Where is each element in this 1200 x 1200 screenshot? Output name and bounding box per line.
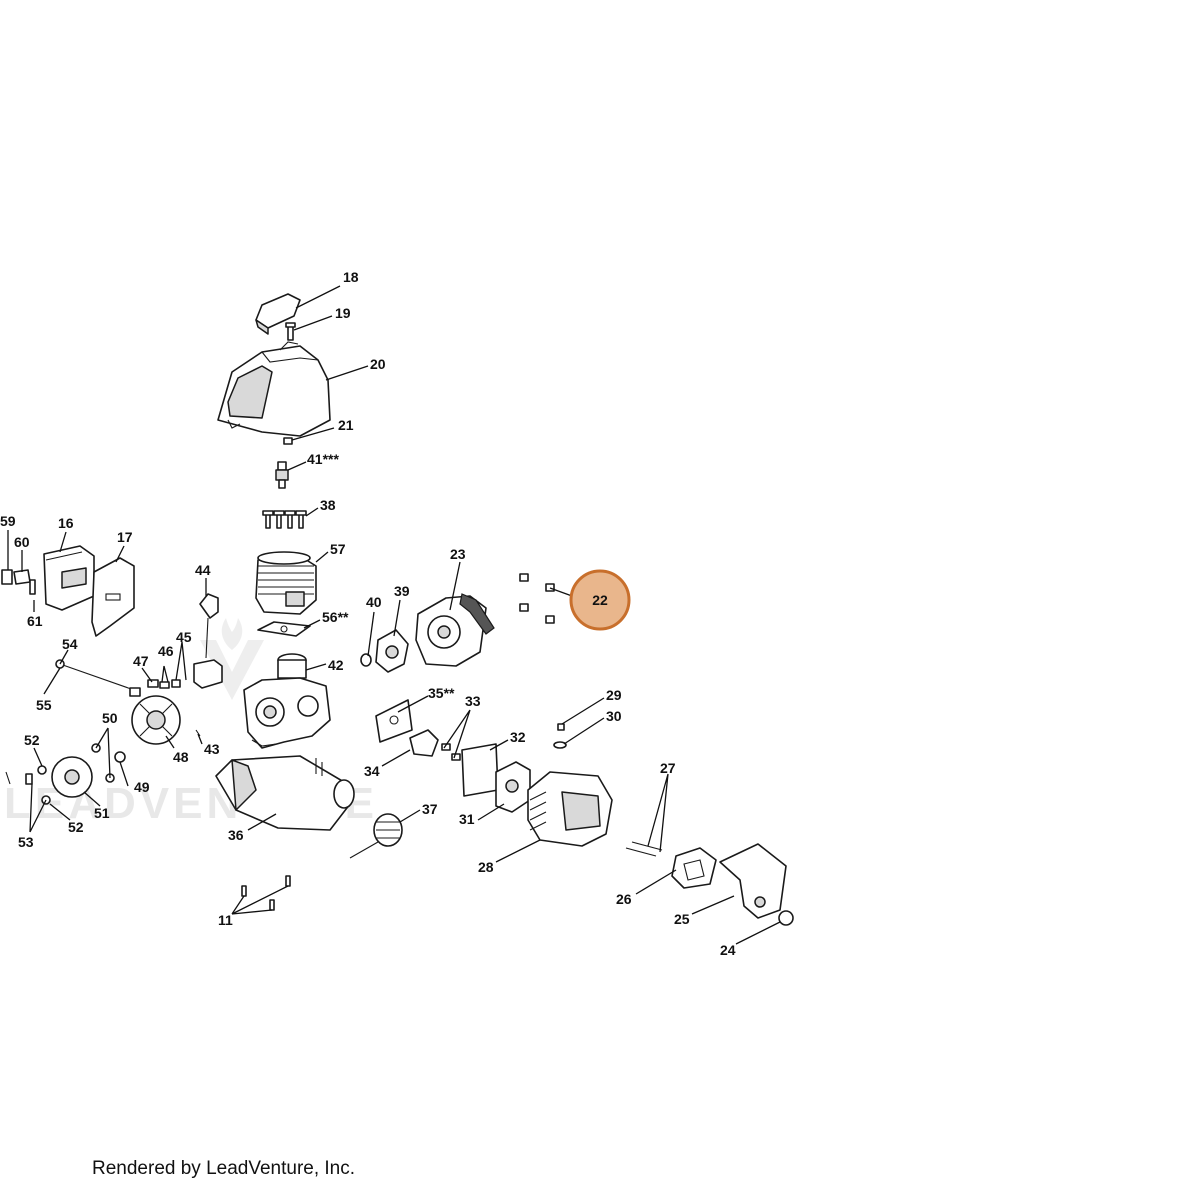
part-52-washer-upper — [37, 765, 47, 775]
part-61-screw — [29, 579, 36, 595]
callout-27[interactable]: 27 — [660, 760, 676, 776]
callout-29[interactable]: 29 — [606, 687, 622, 703]
callout-26[interactable]: 26 — [616, 891, 632, 907]
render-credit: Rendered by LeadVenture, Inc. — [92, 1158, 356, 1179]
callout-36[interactable]: 36 — [228, 827, 244, 843]
callout-43[interactable]: 43 — [204, 741, 220, 757]
callout-59[interactable]: 59 — [0, 513, 16, 529]
part-41-spark-plug — [275, 461, 289, 489]
callout-32[interactable]: 32 — [510, 729, 526, 745]
callout-56[interactable]: 56** — [322, 609, 349, 625]
part-47-screw — [147, 679, 159, 688]
part-27-bolts — [625, 841, 663, 857]
part-40-washer — [360, 653, 372, 667]
part-20-engine-cover — [217, 341, 331, 437]
callout-42[interactable]: 42 — [328, 657, 344, 673]
callout-20[interactable]: 20 — [370, 356, 386, 372]
part-28-air-filter-housing — [527, 771, 613, 847]
part-45-spacer — [171, 679, 181, 688]
callout-28[interactable]: 28 — [478, 859, 494, 875]
part-18-cover-knob — [255, 293, 301, 335]
part-56-gasket — [257, 621, 311, 637]
callout-49[interactable]: 49 — [134, 779, 150, 795]
callout-41[interactable]: 41*** — [307, 451, 339, 467]
callout-46[interactable]: 46 — [158, 643, 174, 659]
part-60-plate — [13, 569, 31, 585]
part-35-gasket-plate — [375, 699, 413, 743]
callout-30[interactable]: 30 — [606, 708, 622, 724]
callout-57[interactable]: 57 — [330, 541, 346, 557]
callout-60[interactable]: 60 — [14, 534, 30, 550]
part-38-bolts — [262, 510, 307, 529]
part-53-bolt — [5, 771, 33, 785]
callout-25[interactable]: 25 — [674, 911, 690, 927]
callout-48[interactable]: 48 — [173, 749, 189, 765]
callout-51[interactable]: 51 — [94, 805, 110, 821]
part-59-clip — [1, 569, 13, 585]
callout-52-lower[interactable]: 52 — [68, 819, 84, 835]
callout-16[interactable]: 16 — [58, 515, 74, 531]
callout-55[interactable]: 55 — [36, 697, 52, 713]
callout-18[interactable]: 18 — [343, 269, 359, 285]
part-29-screw — [557, 723, 565, 731]
part-36-fuel-tank — [215, 755, 355, 831]
callout-23[interactable]: 23 — [450, 546, 466, 562]
callout-31[interactable]: 31 — [459, 811, 475, 827]
highlighted-callout-22[interactable]: 22 — [549, 569, 631, 631]
leader-lines — [7, 285, 781, 945]
part-19-screw — [285, 322, 296, 341]
callout-45[interactable]: 45 — [176, 629, 192, 645]
callout-44[interactable]: 44 — [195, 562, 211, 578]
part-44-ignition-lead — [193, 593, 223, 689]
callout-61[interactable]: 61 — [27, 613, 43, 629]
part-25-filter-cover — [719, 843, 787, 919]
callout-54[interactable]: 54 — [62, 636, 78, 652]
callout-52-upper[interactable]: 52 — [24, 732, 40, 748]
callout-50[interactable]: 50 — [102, 710, 118, 726]
part-57-cylinder — [255, 551, 317, 615]
part-42-crankcase — [243, 653, 331, 749]
callout-19[interactable]: 19 — [335, 305, 351, 321]
callout-labels: 18 19 20 21 41*** 38 57 56** 42 44 45 46… — [0, 269, 736, 958]
callout-39[interactable]: 39 — [394, 583, 410, 599]
part-50-washer — [91, 743, 115, 783]
part-16-muffler — [43, 545, 95, 611]
part-39-pulley — [375, 629, 409, 673]
callout-40[interactable]: 40 — [366, 594, 382, 610]
callout-35[interactable]: 35** — [428, 685, 455, 701]
part-21-nut — [283, 437, 293, 445]
callout-47[interactable]: 47 — [133, 653, 149, 669]
part-30-washer — [553, 741, 567, 749]
part-22-screws — [519, 573, 555, 624]
part-51-clutch — [51, 756, 93, 798]
part-31-carburetor — [495, 761, 531, 813]
part-26-air-filter — [671, 847, 717, 889]
part-23-starter-housing — [415, 593, 495, 667]
part-34-intake — [409, 729, 439, 757]
part-24-knob — [778, 910, 794, 926]
callout-38[interactable]: 38 — [320, 497, 336, 513]
callout-17[interactable]: 17 — [117, 529, 133, 545]
callout-53[interactable]: 53 — [18, 834, 34, 850]
part-17-heat-shield — [91, 557, 135, 637]
part-37-fuel-cap — [349, 813, 403, 859]
callout-11[interactable]: 11 — [218, 912, 233, 928]
part-32-gasket — [461, 743, 499, 797]
callout-34[interactable]: 34 — [364, 763, 380, 779]
part-46-washer — [159, 681, 170, 689]
callout-21[interactable]: 21 — [338, 417, 354, 433]
part-48-flywheel — [131, 695, 181, 745]
part-43-pin — [195, 729, 201, 737]
callout-24[interactable]: 24 — [720, 942, 736, 958]
part-49-nut — [114, 751, 126, 763]
callout-37[interactable]: 37 — [422, 801, 438, 817]
callout-22-label: 22 — [592, 592, 608, 608]
part-55-throttle-rod — [59, 663, 141, 697]
callout-33[interactable]: 33 — [465, 693, 481, 709]
